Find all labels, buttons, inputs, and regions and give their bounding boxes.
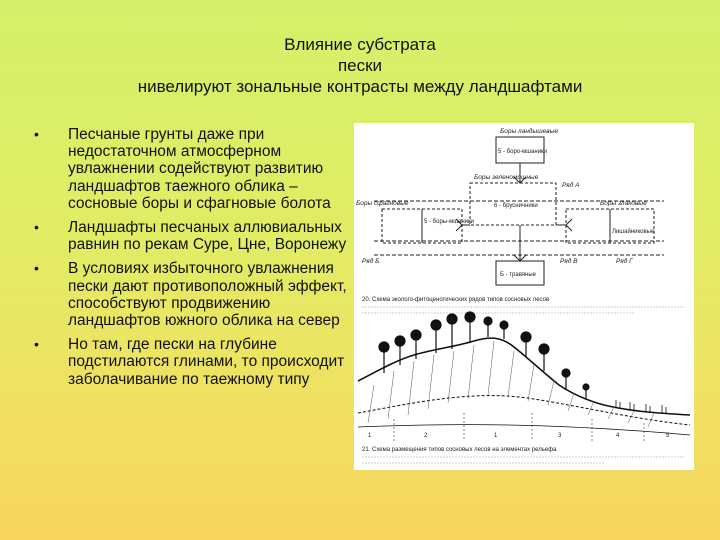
title-line-2: пески xyxy=(337,56,383,75)
bullet-dot-icon: • xyxy=(34,126,39,142)
bullet-dot-icon: • xyxy=(34,219,39,236)
bullet-text: Но там, где пески на глубине подстилаютс… xyxy=(68,336,345,388)
profile-number-1: 1 xyxy=(368,433,372,439)
scheme-row-g: Ряд Г xyxy=(616,257,633,265)
scheme-row-a: Ряд А xyxy=(562,181,579,189)
scheme-row-b: Ряд Б xyxy=(362,257,379,265)
scheme-top-label: Боры ландышевые xyxy=(500,127,558,135)
scheme-center-box-label: 6 - брусничники xyxy=(494,203,538,209)
bullet-list: • Песчаные грунты даже при недостаточном… xyxy=(30,126,360,395)
scanned-figure: Боры ландышевые 5 - боро-мшаники Боры зе… xyxy=(354,123,694,470)
figure-caption-top: 20. Схема эколого-фитоценотических рядов… xyxy=(362,297,549,303)
bullet-text: В условиях избыточного увлажнения пески … xyxy=(68,260,347,330)
scheme-right-label: Боры злаковые xyxy=(600,200,647,207)
scheme-left-label: Боры сфагновые xyxy=(356,200,409,207)
bullet-dot-icon: • xyxy=(34,336,39,353)
bullet-dot-icon: • xyxy=(34,260,39,277)
scheme-left-box-label: 5 - боры-мшаники xyxy=(424,219,474,225)
bullet-item: • В условиях избыточного увлажнения песк… xyxy=(30,260,360,329)
figure-svg: Боры ландышевые 5 - боро-мшаники Боры зе… xyxy=(356,127,691,464)
title-line-3: нивелируют зональные контрасты между лан… xyxy=(137,77,583,96)
title-line-1: Влияние субстрата xyxy=(284,35,436,54)
bullet-text: Песчаные грунты даже при недостаточном а… xyxy=(68,126,331,212)
scheme-center-frame xyxy=(469,182,557,226)
scheme-top-box-label: 5 - боро-мшаники xyxy=(498,149,547,155)
slide-title: Влияние субстрата пески нивелируют зонал… xyxy=(70,34,650,97)
profile-number-2: 2 xyxy=(424,433,428,439)
bullet-item: • Ландшафты песчаных аллювиальных равнин… xyxy=(30,219,360,253)
terrain-profile xyxy=(357,311,691,441)
profile-number-4: 3 xyxy=(558,433,562,439)
profile-number-3: 1 xyxy=(494,433,498,439)
bullet-item: • Песчаные грунты даже при недостаточном… xyxy=(30,126,360,212)
bullet-text: Ландшафты песчаных аллювиальных равнин п… xyxy=(68,219,347,254)
bullet-item: • Но там, где пески на глубине подстилаю… xyxy=(30,336,360,388)
scheme-bottom-box-label: Б - травяные xyxy=(500,272,537,278)
scheme-right-box-label: Лишайниковые xyxy=(612,228,655,235)
profile-number-6: 5 xyxy=(666,433,670,439)
ecological-scheme xyxy=(374,136,664,286)
profile-number-5: 4 xyxy=(616,433,620,439)
scheme-row-v: Ряд В xyxy=(560,257,578,265)
scheme-center-label: Боры зеленомошные xyxy=(474,174,539,181)
figure-caption-bottom: 21. Схема размещения типов сосновых лесо… xyxy=(362,447,557,453)
